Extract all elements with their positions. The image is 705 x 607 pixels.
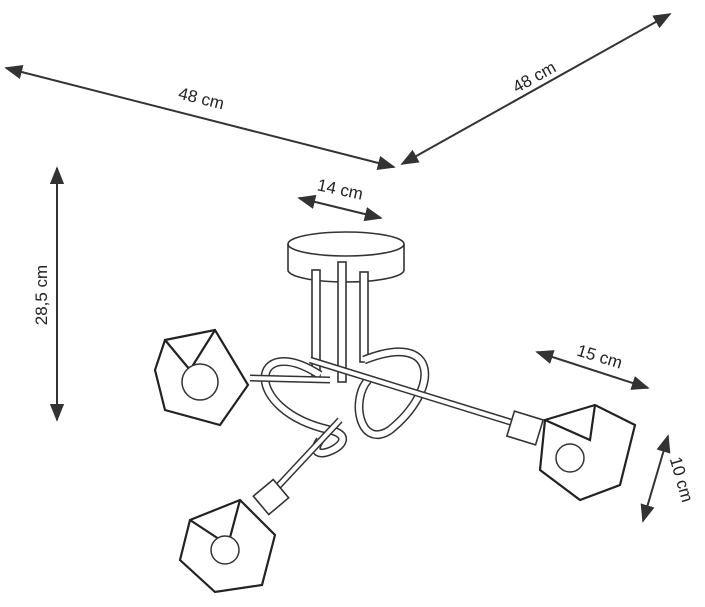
shade-height-label: 10 cm	[666, 455, 697, 505]
canopy-arrow	[297, 194, 383, 222]
depth-arrow	[400, 13, 672, 165]
bottom-wire-shade	[178, 498, 277, 594]
lamp-illustration	[249, 231, 545, 516]
width-label: 48 cm	[177, 84, 227, 114]
height-label: 28,5 cm	[32, 265, 51, 325]
canopy-label: 14 cm	[316, 176, 365, 204]
shade-width-arrow	[535, 350, 650, 390]
width-arrow	[4, 65, 396, 170]
right-wire-shade	[538, 403, 637, 502]
shade-height-arrow	[640, 434, 671, 523]
shade-width-label: 15 cm	[575, 341, 625, 373]
left-wire-shade	[153, 328, 250, 427]
